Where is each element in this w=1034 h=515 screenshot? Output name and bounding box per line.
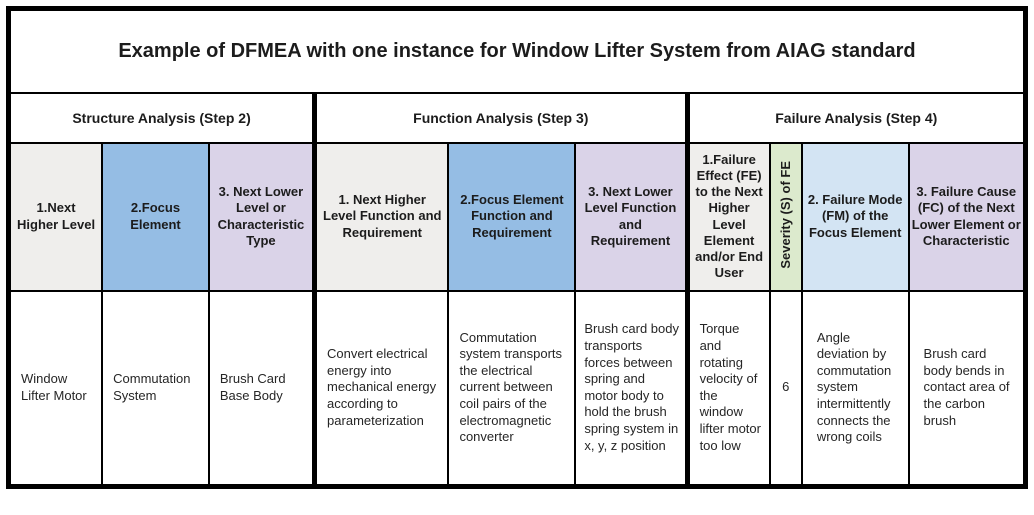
col-header-next-lower-level: 3. Next Lower Level or Characteristic Ty…	[207, 141, 318, 292]
table-title: Example of DFMEA with one instance for W…	[7, 7, 1027, 94]
cell-next-lower-level-function: Brush card body transports forces betwee…	[574, 289, 690, 488]
cell-focus-element: Commutation System	[101, 289, 210, 488]
cell-failure-cause: Brush card body bends in contact area of…	[907, 289, 1027, 488]
col-header-focus-element: 2.Focus Element	[101, 141, 210, 292]
section-header-failure-analysis: Failure Analysis (Step 4)	[686, 91, 1027, 144]
col-header-next-lower-level-function: 3. Next Lower Level Function and Require…	[574, 141, 690, 292]
dfmea-table: Example of DFMEA with one instance for W…	[6, 6, 1028, 489]
cell-failure-effect: Torque and rotating velocity of the wind…	[686, 289, 771, 488]
cell-severity: 6	[768, 289, 803, 488]
cell-next-higher-level: Window Lifter Motor	[7, 289, 104, 488]
col-header-next-higher-level-function: 1. Next Higher Level Function and Requir…	[313, 141, 450, 292]
severity-header-label: Severity (S) of FE	[777, 160, 793, 269]
col-header-focus-element-function: 2.Focus Element Function and Requirement	[447, 141, 577, 292]
cell-next-lower-level: Brush Card Base Body	[207, 289, 318, 488]
col-header-failure-mode: 2. Failure Mode (FM) of the Focus Elemen…	[800, 141, 910, 292]
col-header-failure-cause: 3. Failure Cause (FC) of the Next Lower …	[907, 141, 1027, 292]
cell-focus-element-function: Commutation system transports the electr…	[447, 289, 577, 488]
col-header-severity: Severity (S) of FE	[768, 141, 803, 292]
section-header-structure-analysis: Structure Analysis (Step 2)	[7, 91, 318, 144]
col-header-failure-effect: 1.Failure Effect (FE) to the Next Higher…	[686, 141, 771, 292]
cell-next-higher-level-function: Convert electrical energy into mechanica…	[313, 289, 450, 488]
cell-failure-mode: Angle deviation by commutation system in…	[800, 289, 910, 488]
section-header-function-analysis: Function Analysis (Step 3)	[313, 91, 690, 144]
col-header-next-higher-level: 1.Next Higher Level	[7, 141, 104, 292]
